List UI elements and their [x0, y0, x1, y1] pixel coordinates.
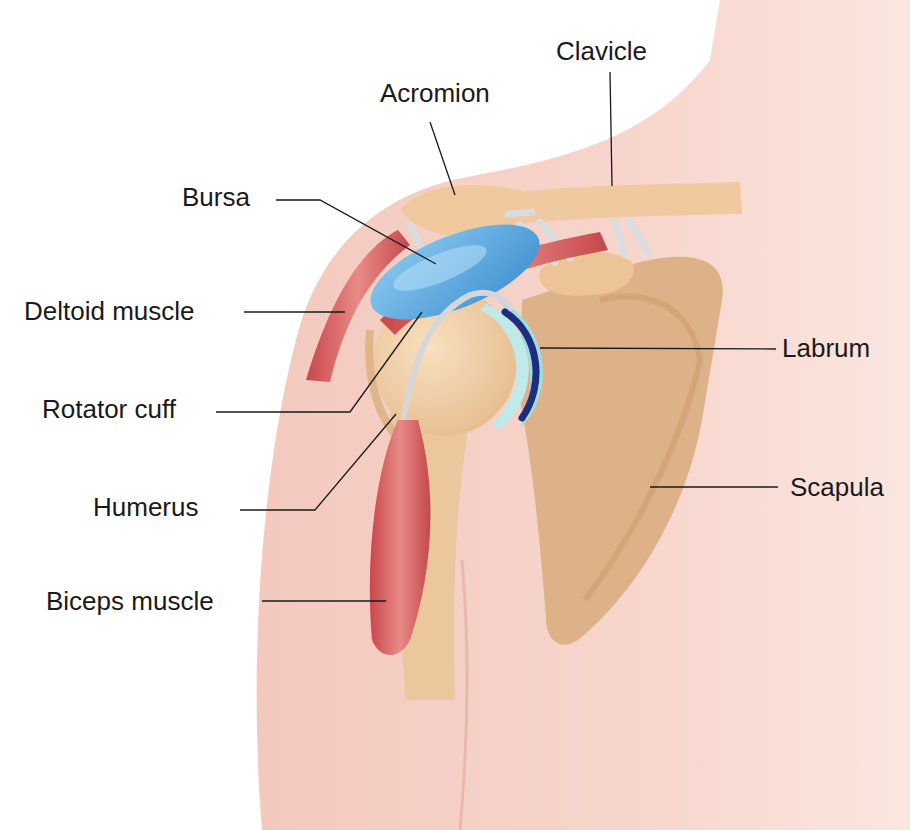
biceps-tendon	[400, 293, 512, 440]
part-label: Biceps muscle	[46, 587, 214, 617]
humerus-tubercle	[369, 330, 400, 440]
labrum-stripe	[505, 312, 536, 418]
part-label: Labrum	[782, 334, 870, 364]
part-label: Rotator cuff	[42, 395, 176, 425]
arm-contour	[460, 560, 467, 830]
part-label: Bursa	[182, 183, 250, 213]
part-label: Clavicle	[556, 37, 647, 67]
leader-lines	[216, 72, 778, 601]
deltoid-muscle	[306, 230, 410, 382]
part-label: Deltoid muscle	[24, 297, 195, 327]
biceps-muscle	[370, 420, 431, 655]
part-label: Humerus	[93, 493, 198, 523]
scapula-bone	[520, 257, 723, 645]
scapula-shade	[585, 297, 700, 600]
bursa-sac	[358, 205, 552, 339]
body-skin	[257, 0, 910, 830]
part-label: Scapula	[790, 473, 884, 503]
part-label: Acromion	[380, 79, 490, 109]
